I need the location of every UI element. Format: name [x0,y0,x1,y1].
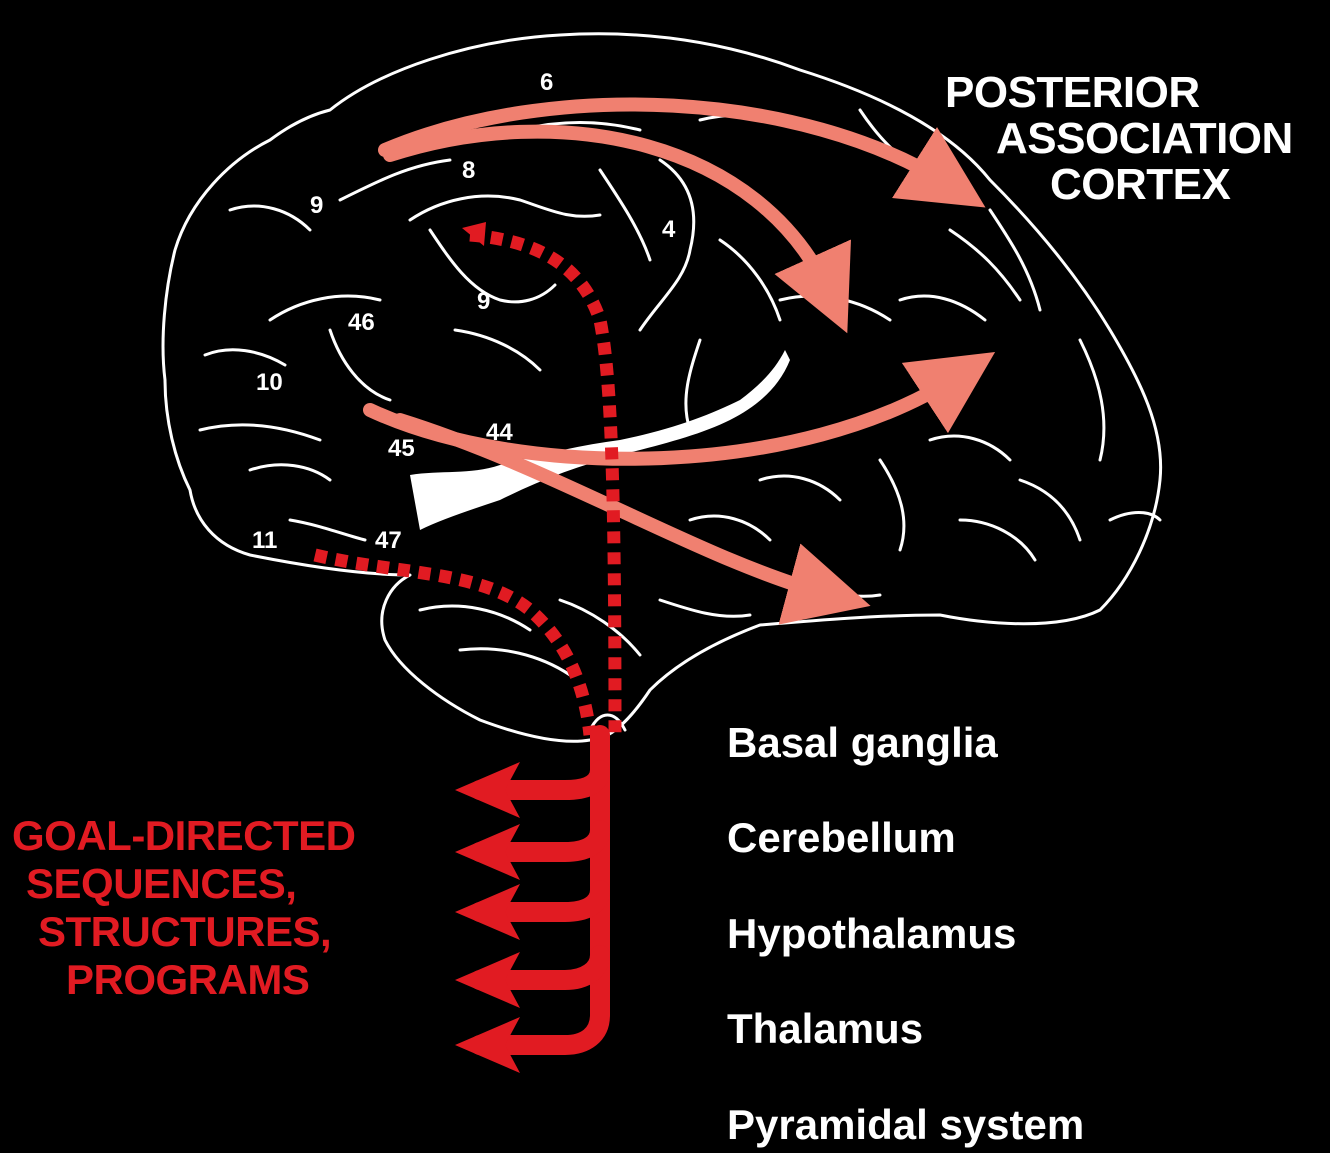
brodmann-area-9: 9 [310,192,323,219]
goal-label-line-1: GOAL-DIRECTED [12,812,356,860]
brodmann-area-47: 47 [375,527,402,554]
brodmann-area-10: 10 [256,369,283,396]
brodmann-area-46: 46 [348,309,375,336]
target-hypothalamus: Hypothalamus [727,910,1016,958]
arrow-8-to-parietal [390,132,830,295]
dashed-pathway-head [462,222,486,246]
posterior-label-line-3: CORTEX [1050,162,1230,208]
brodmann-area-9-lower: 9 [477,288,490,315]
goal-label-line-2: SEQUENCES, [26,860,296,908]
goal-label-line-3: STRUCTURES, [38,908,331,956]
goal-label-line-4: PROGRAMS [66,956,309,1004]
brodmann-area-45: 45 [388,435,415,462]
brodmann-area-6: 6 [540,69,553,96]
target-pyramidal-system: Pyramidal system [727,1101,1084,1149]
posterior-label-line-1: POSTERIOR [945,70,1200,116]
target-basal-ganglia: Basal ganglia [727,719,998,767]
target-cerebellum: Cerebellum [727,814,956,862]
brodmann-area-11: 11 [252,527,277,554]
posterior-label-line-2: ASSOCIATION [996,116,1293,162]
target-thalamus: Thalamus [727,1005,923,1053]
brodmann-area-4: 4 [662,216,676,243]
brodmann-area-8: 8 [462,157,475,184]
association-arrows [370,104,960,595]
dashed-pathway-orbital [315,555,590,735]
